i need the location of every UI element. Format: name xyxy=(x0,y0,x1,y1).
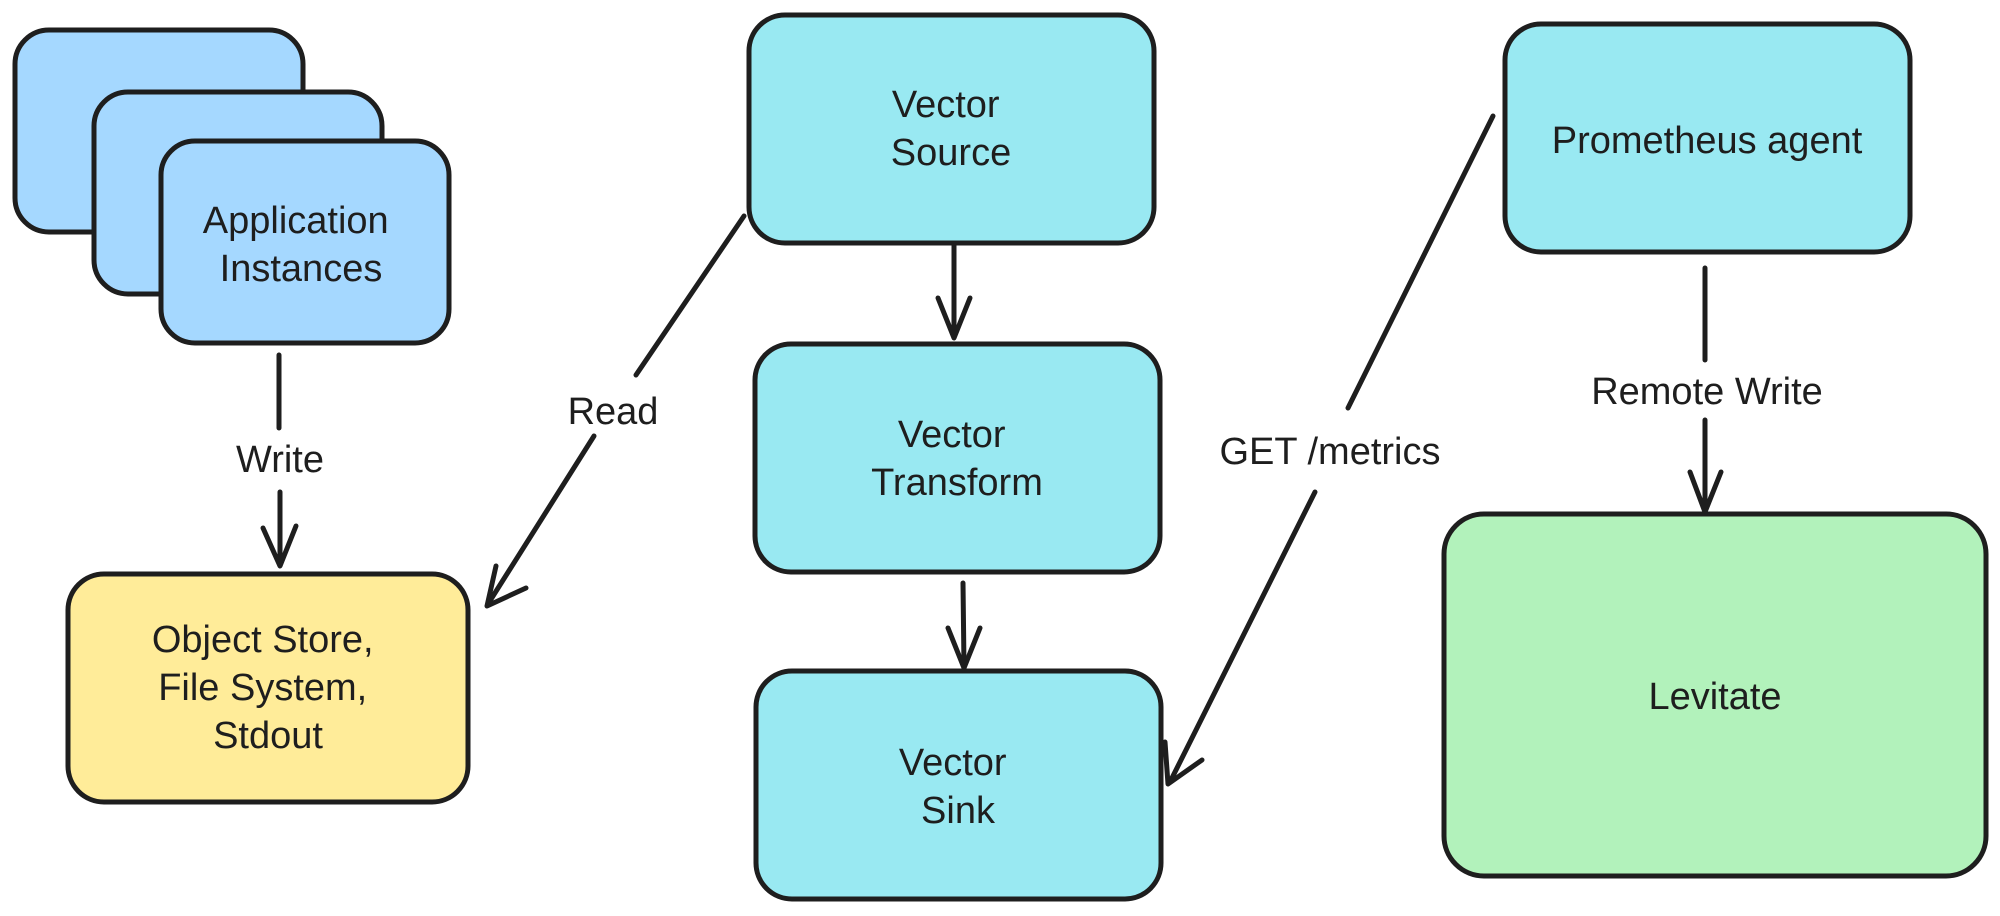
vector-transform-label: Vector Transform xyxy=(871,414,1043,504)
levitate-node[interactable] xyxy=(1441,511,1989,879)
levitate-label-line-1: Levitate xyxy=(1648,676,1781,718)
prometheus-agent-label: Prometheus agent xyxy=(1552,120,1863,162)
vector-sink-node[interactable] xyxy=(753,668,1164,902)
prometheus-agent-node[interactable] xyxy=(1502,21,1913,255)
levitate-group: Levitate xyxy=(1441,511,1989,879)
vector-source-label-line-1: Vector xyxy=(892,84,1000,126)
vector-sink-label-line-2: Sink xyxy=(921,790,996,832)
app-instances-label: Application Instances xyxy=(203,200,399,290)
vector-source-label: Vector Source xyxy=(891,84,1011,174)
vector-transform-node[interactable] xyxy=(752,341,1163,575)
edge-remote-write-arrowhead xyxy=(1687,469,1724,515)
app-instances-stack: Application Instances xyxy=(12,27,452,346)
storage-node[interactable] xyxy=(65,571,471,805)
storage-label-line-2: File System, xyxy=(158,667,367,709)
storage-label: Object Store, File System, Stdout xyxy=(152,619,384,757)
edge-read-arrowhead xyxy=(484,563,529,609)
edge-get-metrics-label: GET /metrics xyxy=(1220,431,1441,473)
app-instances-label-line-2: Instances xyxy=(220,248,383,290)
edge-get-metrics-arrowhead xyxy=(1162,739,1205,787)
edge-read: Read xyxy=(484,213,747,609)
storage-label-line-1: Object Store, xyxy=(152,619,374,661)
edge-transform-to-sink-line xyxy=(960,580,967,669)
vector-sink-group: Vector Sink xyxy=(753,668,1164,902)
edge-read-line-top xyxy=(633,213,747,378)
edge-remote-write-label: Remote Write xyxy=(1591,371,1823,413)
edge-source-to-transform-arrowhead xyxy=(935,295,973,341)
edge-get-metrics-line-bottom xyxy=(1167,489,1318,785)
vector-sink-label: Vector Sink xyxy=(899,742,1017,832)
storage-group: Object Store, File System, Stdout xyxy=(65,571,471,805)
vector-source-label-line-2: Source xyxy=(891,132,1011,174)
vector-source-group: Vector Source xyxy=(746,12,1157,246)
vector-sink-label-line-1: Vector xyxy=(899,742,1007,784)
edge-remote-write: Remote Write xyxy=(1591,265,1823,515)
levitate-label: Levitate xyxy=(1648,676,1781,718)
edge-read-line-bottom xyxy=(485,433,597,607)
vector-transform-label-line-2: Transform xyxy=(871,462,1043,504)
edge-transform-to-sink-arrowhead xyxy=(945,625,983,671)
vector-transform-group: Vector Transform xyxy=(752,341,1163,575)
prometheus-agent-group: Prometheus agent xyxy=(1502,21,1913,255)
app-instances-label-line-1: Application xyxy=(203,200,389,242)
storage-label-line-3: Stdout xyxy=(213,715,323,757)
edge-write-arrowhead xyxy=(260,523,299,569)
edge-source-to-transform xyxy=(935,242,973,341)
vector-transform-label-line-1: Vector xyxy=(898,414,1006,456)
edge-get-metrics-line-top xyxy=(1345,113,1496,411)
edge-get-metrics: GET /metrics xyxy=(1162,113,1496,787)
edge-transform-to-sink xyxy=(945,580,983,671)
prometheus-agent-label-line-1: Prometheus agent xyxy=(1552,120,1863,162)
vector-source-node[interactable] xyxy=(746,12,1157,246)
edge-write-label: Write xyxy=(236,439,324,481)
edge-write: Write xyxy=(236,352,324,569)
app-instances-node[interactable] xyxy=(158,138,452,346)
edge-read-label: Read xyxy=(568,391,659,433)
